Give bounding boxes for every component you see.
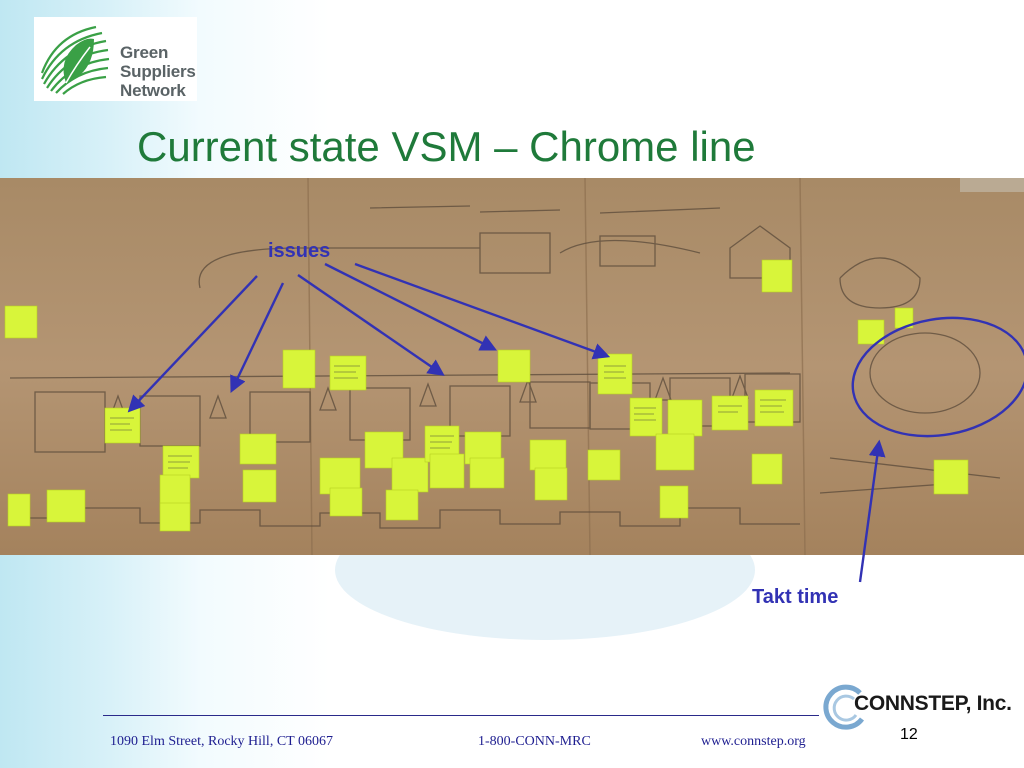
connstep-logo: CONNSTEP, Inc. [820, 683, 1012, 731]
vsm-drawing [0, 178, 1024, 555]
slide-title: Current state VSM – Chrome line [137, 123, 756, 170]
swirl-icon [823, 684, 865, 730]
watermark-graphic [335, 540, 755, 640]
issues-label: issues [268, 240, 331, 262]
page-number: 12 [900, 726, 918, 743]
footer-address: 1090 Elm Street, Rocky Hill, CT 06067 [110, 734, 333, 749]
logo-word-green: Green [120, 43, 169, 62]
connstep-name: CONNSTEP, Inc. [854, 692, 1012, 715]
logo-word-suppliers: Suppliers [120, 62, 196, 81]
leaf-icon [40, 25, 110, 95]
footer-website: www.connstep.org [701, 734, 806, 749]
takt-time-label: Takt time [752, 586, 839, 608]
footer-rule [103, 715, 819, 716]
green-suppliers-network-logo: Green Suppliers Network [34, 17, 197, 101]
logo-word-network: Network [120, 81, 186, 100]
footer-phone: 1-800-CONN-MRC [478, 734, 591, 749]
vsm-wall-photo [0, 178, 1024, 555]
